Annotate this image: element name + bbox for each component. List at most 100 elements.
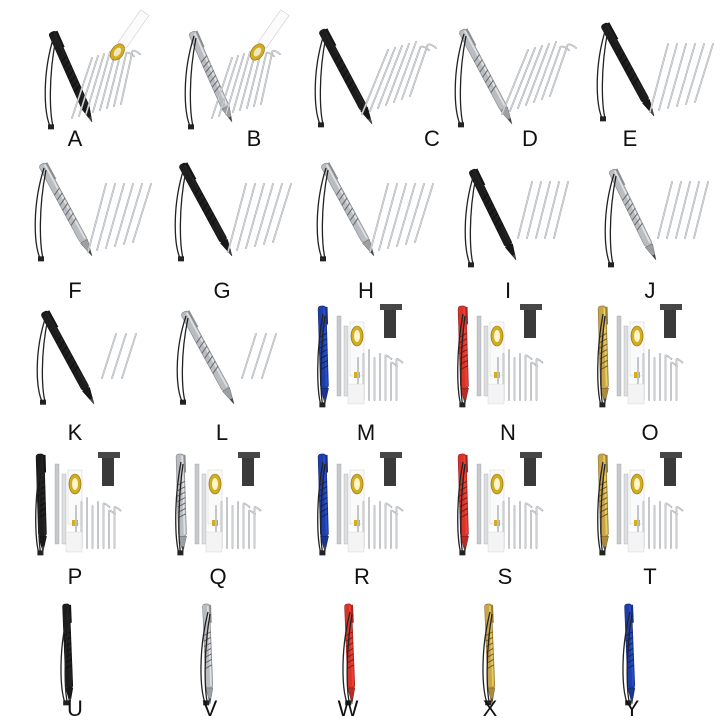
holster-pouch-icon xyxy=(98,452,120,486)
variant-label: C xyxy=(424,126,440,151)
product-photo xyxy=(314,28,437,128)
needle-threader-icon xyxy=(207,469,223,526)
product-photo xyxy=(60,603,74,706)
awl-pen-icon xyxy=(39,162,93,257)
product-photo xyxy=(44,9,150,130)
awl-pen-icon xyxy=(188,30,233,123)
product-photo xyxy=(597,452,684,556)
holster-pouch-icon xyxy=(520,304,542,338)
variant-label: G xyxy=(213,278,231,303)
product-variant-v xyxy=(150,582,290,707)
variant-label: R xyxy=(354,564,370,589)
product-variant-f xyxy=(10,150,152,275)
lacing-needle-icon xyxy=(395,358,404,401)
product-variant-m xyxy=(292,292,432,417)
product-photo xyxy=(35,452,122,556)
product-photo xyxy=(175,452,262,556)
lanyard-cord-icon xyxy=(454,33,467,125)
product-variant-x xyxy=(432,582,572,707)
product-variant-y xyxy=(572,582,712,707)
product-photo xyxy=(176,310,277,405)
product-photo xyxy=(454,28,577,128)
product-photo xyxy=(200,603,214,706)
awl-pen-icon xyxy=(41,310,95,405)
lanyard-cord-icon xyxy=(482,611,493,703)
holster-pouch-icon xyxy=(520,452,542,486)
awl-pen-icon xyxy=(179,162,233,257)
lanyard-cord-icon xyxy=(314,33,327,125)
product-variant-g xyxy=(150,150,292,275)
product-variant-q xyxy=(150,440,290,565)
variant-label: H xyxy=(358,278,374,303)
variant-label: S xyxy=(497,564,513,589)
awl-pen-icon xyxy=(609,168,657,261)
variant-label: E xyxy=(622,126,638,151)
needle-threader-icon xyxy=(67,469,83,526)
holster-pouch-icon xyxy=(238,452,260,486)
product-photo xyxy=(464,168,569,268)
lanyard-cord-icon xyxy=(342,611,353,703)
product-variant-w xyxy=(292,582,432,707)
lanyard-cord-icon xyxy=(604,173,617,265)
needle-threader-icon xyxy=(629,469,645,526)
variant-label: B xyxy=(246,126,262,151)
lanyard-cord-icon xyxy=(34,167,47,259)
lacing-needle-icon xyxy=(535,358,544,401)
needle-threader-icon xyxy=(629,321,645,378)
variant-label: U xyxy=(67,696,83,721)
lanyard-cord-icon xyxy=(44,35,57,127)
lacing-needle-icon xyxy=(535,506,544,549)
product-variant-c xyxy=(292,10,437,135)
holster-pouch-icon xyxy=(380,304,402,338)
variant-label: M xyxy=(356,420,376,445)
lanyard-cord-icon xyxy=(457,461,466,553)
lanyard-cord-icon xyxy=(317,313,326,405)
lanyard-cord-icon xyxy=(35,461,44,553)
variant-label: W xyxy=(337,696,359,721)
lacing-needle-icon xyxy=(260,49,281,105)
product-photo xyxy=(174,162,292,262)
lanyard-cord-icon xyxy=(597,461,606,553)
variant-label: L xyxy=(215,420,229,445)
lacing-needle-icon xyxy=(253,506,262,549)
product-photo xyxy=(457,304,544,408)
lanyard-cord-icon xyxy=(176,315,189,402)
needle-threader-icon xyxy=(109,9,150,61)
product-photo xyxy=(596,22,714,122)
product-photo xyxy=(316,162,434,262)
variant-label: X xyxy=(482,696,498,721)
product-variant-j xyxy=(572,150,712,275)
product-photo xyxy=(342,603,356,706)
holster-pouch-icon xyxy=(660,452,682,486)
product-photo xyxy=(36,310,137,405)
product-variant-k xyxy=(10,292,150,417)
product-photo xyxy=(317,452,404,556)
variant-label: N xyxy=(500,420,516,445)
variant-label: V xyxy=(202,696,218,721)
lanyard-cord-icon xyxy=(316,167,329,259)
lanyard-cord-icon xyxy=(36,315,49,402)
holster-pouch-icon xyxy=(380,452,402,486)
lacing-needle-icon xyxy=(113,506,122,549)
product-photo xyxy=(482,603,496,706)
lanyard-cord-icon xyxy=(597,313,606,405)
lanyard-cord-icon xyxy=(184,35,197,127)
needle-threader-icon xyxy=(249,9,290,61)
product-variant-i xyxy=(432,150,572,275)
product-variant-d xyxy=(432,10,577,135)
variant-label: I xyxy=(504,278,512,303)
product-photo xyxy=(597,304,684,408)
lacing-needle-icon xyxy=(675,358,684,401)
variant-label: A xyxy=(67,126,83,151)
awl-pen-icon xyxy=(469,168,517,261)
product-photo xyxy=(34,162,152,262)
product-photo xyxy=(622,603,636,706)
awl-pen-icon xyxy=(48,30,93,123)
lacing-needle-icon xyxy=(120,49,141,105)
holster-pouch-icon xyxy=(660,304,682,338)
lanyard-cord-icon xyxy=(457,313,466,405)
awl-pen-icon xyxy=(181,310,235,405)
variant-label: O xyxy=(641,420,659,445)
product-photo xyxy=(317,304,404,408)
awl-pen-icon xyxy=(601,22,655,117)
